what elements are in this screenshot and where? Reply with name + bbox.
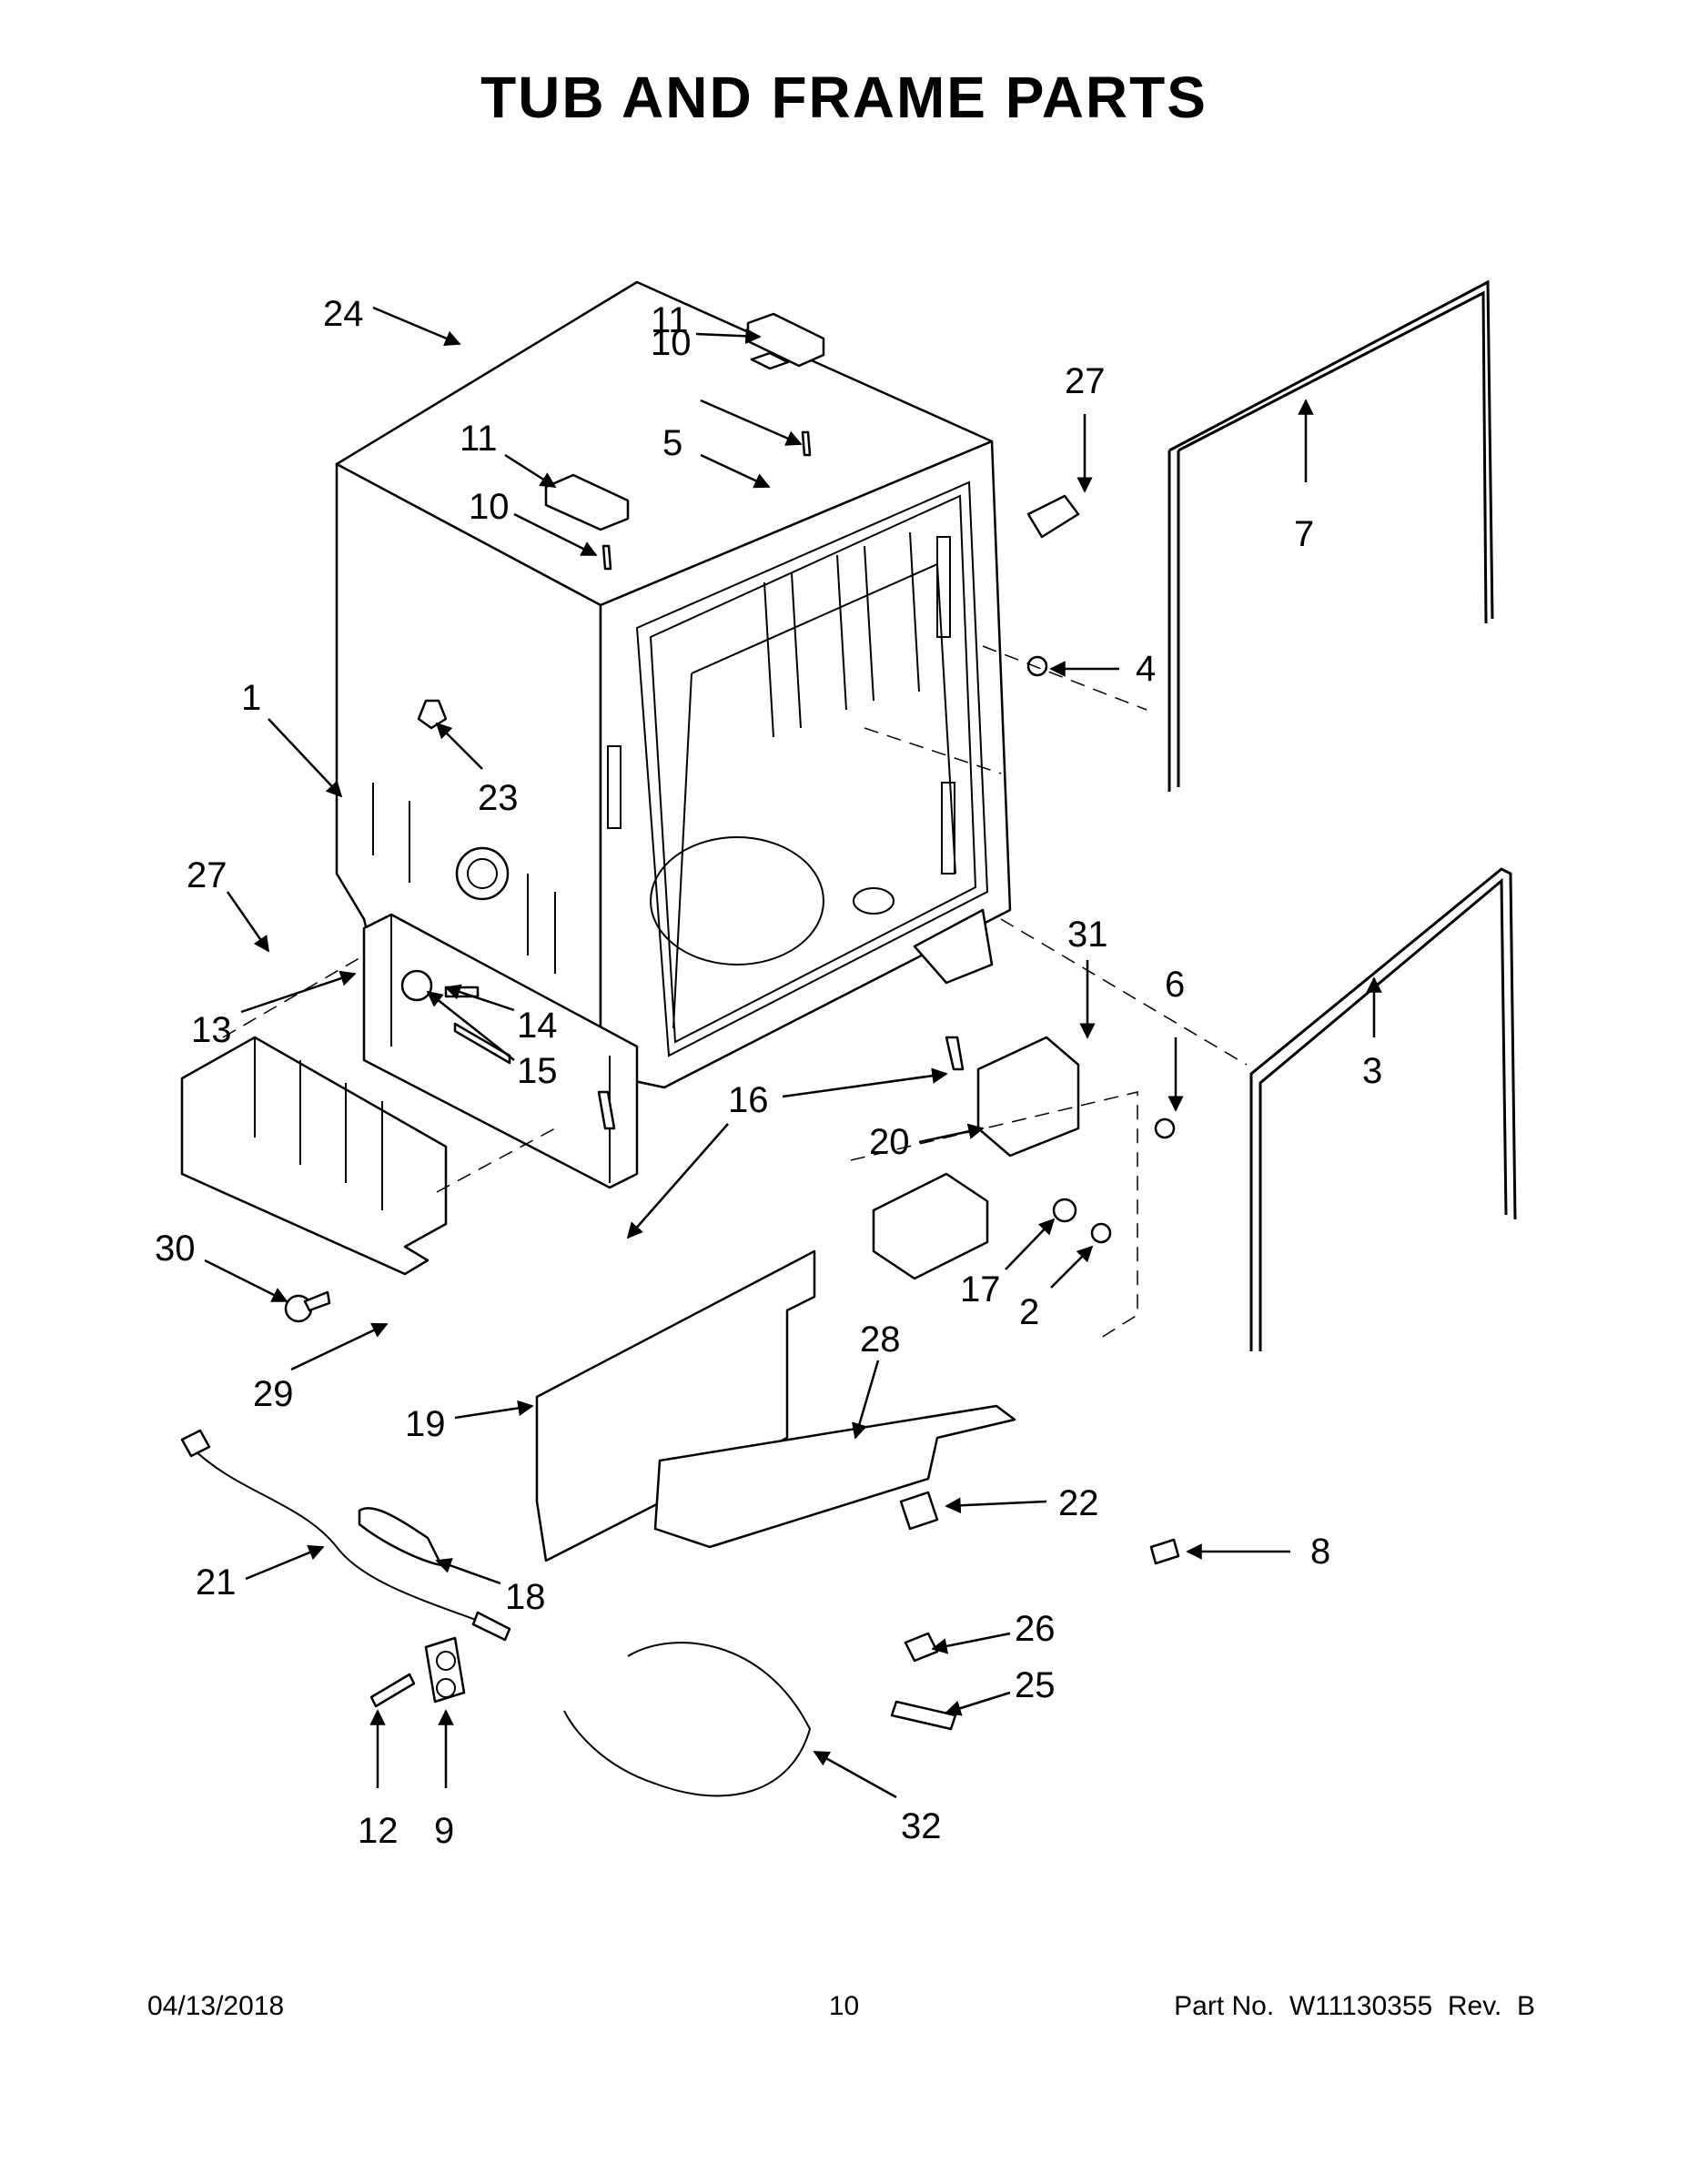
callout-9: 9: [434, 1709, 454, 1851]
svg-text:23: 23: [478, 778, 519, 818]
svg-text:27: 27: [1065, 361, 1106, 401]
svg-text:30: 30: [155, 1228, 196, 1269]
svg-text:28: 28: [860, 1320, 901, 1360]
callout-27-left: 27: [187, 855, 270, 953]
wire-harness-drawing: [180, 1429, 812, 1797]
svg-text:27: 27: [187, 855, 227, 895]
callout-18: 18: [435, 1558, 546, 1617]
callout-29: 29: [253, 1322, 389, 1414]
svg-text:3: 3: [1362, 1051, 1382, 1091]
callout-28: 28: [852, 1320, 901, 1440]
svg-text:15: 15: [517, 1051, 558, 1091]
svg-text:19: 19: [405, 1404, 446, 1444]
callout-25: 25: [945, 1665, 1056, 1716]
svg-text:10: 10: [469, 487, 510, 527]
footer-page-number: 10: [828, 1991, 860, 2021]
page-title: TUB AND FRAME PARTS: [480, 65, 1208, 130]
svg-text:20: 20: [869, 1122, 910, 1162]
callout-10-left: 10: [469, 487, 598, 557]
callout-10-top: 10: [651, 323, 803, 446]
callout-14: 14: [444, 984, 558, 1046]
svg-text:22: 22: [1058, 1483, 1099, 1523]
callout-19: 19: [405, 1400, 534, 1444]
svg-text:6: 6: [1165, 965, 1185, 1005]
callout-6: 6: [1165, 965, 1185, 1112]
svg-text:12: 12: [358, 1811, 399, 1851]
callout-22: 22: [945, 1483, 1099, 1523]
svg-text:8: 8: [1310, 1532, 1330, 1572]
footer-date: 04/13/2018: [147, 1991, 285, 2021]
svg-text:16: 16: [728, 1080, 769, 1120]
callout-23: 23: [435, 722, 519, 818]
insulation-blanket-drawing: [180, 1036, 448, 1323]
callout-3: 3: [1362, 976, 1382, 1091]
svg-text:7: 7: [1294, 514, 1314, 554]
svg-text:31: 31: [1067, 915, 1108, 955]
callout-11-top: 11: [651, 300, 762, 345]
footer-part-number: Part No. W11130355 Rev. B: [1174, 1991, 1535, 2021]
svg-text:29: 29: [253, 1374, 294, 1414]
svg-text:11: 11: [651, 300, 689, 340]
svg-text:32: 32: [901, 1806, 942, 1846]
svg-text:21: 21: [196, 1562, 237, 1603]
callout-30: 30: [155, 1228, 288, 1303]
callout-5: 5: [662, 423, 771, 489]
svg-text:1: 1: [241, 678, 261, 718]
svg-text:18: 18: [505, 1577, 546, 1617]
svg-text:26: 26: [1015, 1609, 1056, 1649]
tub-drawing: [335, 280, 1012, 1094]
door-gaskets-drawing: [1167, 279, 1517, 1351]
callout-32: 32: [813, 1750, 942, 1846]
callout-8: 8: [1186, 1532, 1330, 1572]
svg-text:25: 25: [1015, 1665, 1056, 1705]
callout-26: 26: [931, 1609, 1056, 1654]
assembly-guide-lines: [222, 645, 1248, 1339]
svg-text:9: 9: [434, 1811, 454, 1851]
callout-4: 4: [1049, 649, 1156, 689]
callout-15: 15: [426, 990, 558, 1091]
callout-16: 16: [626, 1067, 948, 1239]
callout-17: 17: [960, 1218, 1056, 1309]
callout-7: 7: [1294, 399, 1314, 554]
hinge-brackets-drawing: [417, 312, 1080, 730]
electrical-components-drawing: [872, 1036, 1180, 1731]
svg-text:17: 17: [960, 1269, 1001, 1309]
svg-text:2: 2: [1019, 1292, 1039, 1332]
svg-text:4: 4: [1136, 649, 1156, 689]
access-panels-drawing: [535, 1249, 1016, 1562]
callout-31: 31: [1067, 915, 1108, 1039]
callout-11-left: 11: [460, 419, 557, 489]
callout-20: 20: [869, 1122, 985, 1162]
svg-text:11: 11: [460, 419, 498, 459]
svg-text:5: 5: [662, 423, 682, 463]
svg-text:24: 24: [323, 294, 364, 334]
svg-text:13: 13: [191, 1010, 232, 1050]
svg-text:14: 14: [517, 1006, 558, 1046]
svg-text:10: 10: [651, 323, 692, 363]
callout-2: 2: [1019, 1245, 1094, 1332]
callout-1: 1: [241, 678, 343, 798]
callout-24: 24: [323, 294, 461, 346]
callout-13: 13: [191, 970, 357, 1050]
callout-12: 12: [358, 1709, 399, 1851]
callout-21: 21: [196, 1544, 325, 1603]
callout-27-right: 27: [1065, 361, 1106, 493]
